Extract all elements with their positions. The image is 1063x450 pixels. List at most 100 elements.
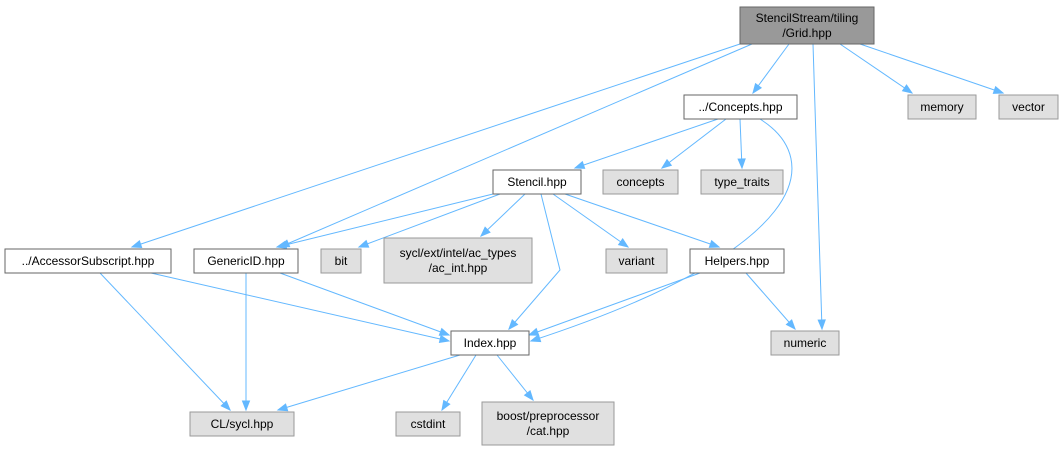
node-box bbox=[700, 169, 784, 195]
edge-line bbox=[276, 193, 494, 248]
edge-arrowhead bbox=[441, 399, 451, 412]
node-label: boost/preprocessor bbox=[497, 409, 600, 423]
edge-grid-to-memory bbox=[839, 43, 914, 94]
node-label: vector bbox=[1012, 100, 1045, 114]
node-label: /Grid.hpp bbox=[782, 26, 832, 40]
edge-line bbox=[277, 354, 461, 411]
node-stencil[interactable]: Stencil.hpp bbox=[492, 169, 582, 195]
node-label: Index.hpp bbox=[464, 336, 517, 350]
edge-arrowhead bbox=[241, 400, 251, 412]
node-label: StencilStream/tiling bbox=[756, 11, 859, 25]
node-genericid[interactable]: GenericID.hpp bbox=[193, 248, 299, 274]
node-numeric: numeric bbox=[770, 330, 840, 356]
edge-grid-to-accessor bbox=[130, 43, 741, 249]
node-label: ../AccessorSubscript.hpp bbox=[22, 254, 155, 268]
node-label: concepts bbox=[616, 175, 664, 189]
edge-line bbox=[150, 272, 450, 342]
edge-grid-to-numeric bbox=[812, 43, 826, 331]
node-label: sycl/ext/intel/ac_types bbox=[400, 246, 517, 260]
edge-accessor-to-index bbox=[150, 272, 451, 344]
node-label: /ac_int.hpp bbox=[429, 261, 488, 275]
edge-stencil-to-genericid bbox=[275, 193, 494, 249]
node-box bbox=[383, 237, 533, 284]
edge-accessor-to-sycl bbox=[99, 272, 231, 412]
edge-genericid-to-sycl bbox=[241, 273, 251, 412]
edge-helpers-to-index bbox=[527, 272, 701, 336]
edge-arrowhead bbox=[708, 239, 721, 248]
node-bit: bit bbox=[320, 248, 362, 274]
node-boost_cat: boost/preprocessor/cat.hpp bbox=[481, 401, 615, 446]
node-label: type_traits bbox=[714, 175, 769, 189]
node-box bbox=[683, 94, 798, 120]
node-box bbox=[605, 248, 668, 274]
edge-stencil-to-ac_int bbox=[480, 193, 526, 237]
edge-arrowhead bbox=[617, 238, 630, 248]
edge-stencil-to-variant bbox=[552, 193, 630, 248]
edge-line bbox=[131, 43, 741, 248]
node-label: numeric bbox=[784, 336, 827, 350]
edge-arrowhead bbox=[523, 389, 534, 402]
edge-line bbox=[279, 272, 450, 336]
node-vector: vector bbox=[998, 94, 1059, 120]
node-label: bit bbox=[335, 254, 348, 268]
edge-arrowhead bbox=[480, 226, 491, 237]
edge-index-to-boost_cat bbox=[496, 354, 534, 402]
node-box bbox=[481, 401, 615, 446]
edge-helpers-to-numeric bbox=[745, 272, 796, 331]
edge-arrowhead bbox=[573, 160, 586, 169]
edges-layer bbox=[99, 43, 1005, 412]
edge-line bbox=[496, 354, 534, 401]
node-box bbox=[320, 248, 362, 274]
edge-genericid-to-index bbox=[279, 272, 451, 336]
edge-stencil-to-index bbox=[508, 193, 561, 331]
node-concepts_hpp[interactable]: ../Concepts.hpp bbox=[683, 94, 798, 120]
edge-arrowhead bbox=[220, 400, 231, 412]
node-label: GenericID.hpp bbox=[207, 254, 285, 268]
edge-concepts_hpp-to-stencil bbox=[573, 118, 719, 169]
edge-arrowhead bbox=[901, 84, 914, 94]
edge-arrowhead bbox=[276, 403, 289, 412]
node-box bbox=[4, 248, 172, 274]
node-accessor[interactable]: ../AccessorSubscript.hpp bbox=[4, 248, 172, 274]
node-label: Stencil.hpp bbox=[507, 175, 567, 189]
edge-index-to-sycl bbox=[276, 354, 461, 412]
node-concepts: concepts bbox=[602, 169, 679, 195]
edge-arrowhead bbox=[438, 334, 451, 344]
node-index[interactable]: Index.hpp bbox=[450, 330, 530, 356]
node-helpers[interactable]: Helpers.hpp bbox=[689, 248, 785, 274]
node-sycl: CL/sycl.hpp bbox=[189, 411, 295, 437]
edge-arrowhead bbox=[992, 85, 1005, 94]
node-grid[interactable]: StencilStream/tiling/Grid.hpp bbox=[739, 6, 875, 45]
edge-line bbox=[99, 272, 231, 411]
edge-arrowhead bbox=[357, 239, 370, 248]
node-label: /cat.hpp bbox=[527, 424, 570, 438]
node-label: ../Concepts.hpp bbox=[698, 100, 782, 114]
node-box bbox=[189, 411, 295, 437]
edge-concepts_hpp-to-concepts bbox=[660, 118, 727, 169]
node-memory: memory bbox=[907, 94, 977, 120]
edge-line bbox=[480, 193, 526, 237]
edge-line bbox=[745, 272, 796, 330]
edge-arrowhead bbox=[817, 319, 826, 331]
node-label: CL/sycl.hpp bbox=[211, 417, 274, 431]
node-box bbox=[450, 330, 530, 356]
edge-line bbox=[564, 193, 720, 248]
node-label: cstdint bbox=[411, 417, 446, 431]
edge-stencil-to-helpers bbox=[564, 193, 721, 248]
edge-arrowhead bbox=[529, 334, 542, 343]
edge-grid-to-genericid bbox=[278, 43, 753, 248]
edge-arrowhead bbox=[275, 240, 288, 249]
edge-arrowhead bbox=[737, 158, 746, 170]
edge-line bbox=[279, 43, 753, 248]
edge-concepts_hpp-to-index bbox=[529, 118, 793, 343]
edge-line bbox=[441, 354, 477, 411]
edge-arrowhead bbox=[508, 319, 519, 331]
edge-arrowhead bbox=[438, 327, 451, 336]
node-box bbox=[907, 94, 977, 120]
edge-grid-to-vector bbox=[859, 43, 1005, 94]
node-box bbox=[770, 330, 840, 356]
edge-line bbox=[661, 118, 727, 169]
edge-arrowhead bbox=[785, 319, 796, 331]
node-ac_int: sycl/ext/intel/ac_types/ac_int.hpp bbox=[383, 237, 533, 284]
edge-stencil-to-bit bbox=[357, 193, 501, 248]
